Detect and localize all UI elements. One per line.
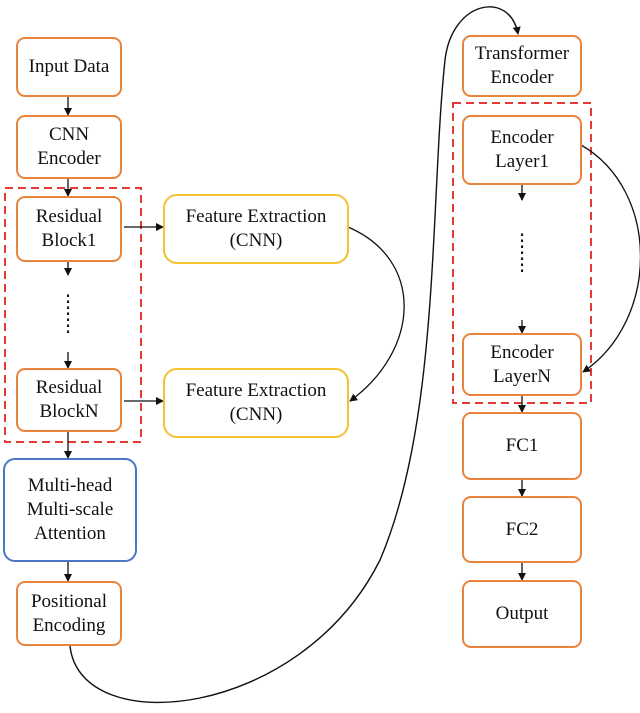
feature-extraction-2-node: Feature Extraction (CNN) (163, 368, 349, 438)
encoder-layer-1-node: Encoder Layer1 (462, 115, 582, 185)
input-data-node: Input Data (16, 37, 122, 97)
output-label: Output (495, 603, 549, 624)
attention-label: Multi-head Multi-scale Attention (26, 475, 114, 544)
fc1-label: FC1 (505, 435, 539, 456)
output-node: Output (462, 580, 582, 648)
residual-block-1-label: Residual Block1 (35, 206, 103, 251)
transformer-encoder-label: Transformer Encoder (474, 43, 570, 88)
fc2-node: FC2 (462, 496, 582, 563)
residual-block-1-node: Residual Block1 (16, 196, 122, 262)
input-data-label: Input Data (28, 56, 110, 77)
arrow-positional-to-transformer (69, 6, 521, 704)
positional-encoding-label: Positional Encoding (30, 590, 107, 636)
arrow-feature1-to-feature2 (347, 226, 405, 402)
residual-block-n-node: Residual BlockN (16, 368, 122, 432)
fc2-label: FC2 (505, 518, 539, 540)
encoder-layer-1-label: Encoder Layer1 (490, 127, 554, 172)
cnn-encoder-label: CNN Encoder (37, 124, 101, 169)
arrow-layer1-to-layern (580, 144, 640, 373)
residual-block-n-label: Residual BlockN (35, 377, 103, 422)
fc1-node: FC1 (462, 412, 582, 480)
residual-group-border (4, 187, 142, 443)
feature-extraction-1-node: Feature Extraction (CNN) (163, 194, 349, 264)
ellipsis-encoder-layers: ······· (518, 223, 526, 283)
encoder-layer-n-node: Encoder LayerN (462, 333, 582, 396)
cnn-encoder-node: CNN Encoder (16, 115, 122, 179)
transformer-encoder-node: Transformer Encoder (462, 35, 582, 97)
ellipsis-residual-blocks: ······· (64, 284, 72, 344)
positional-encoding-node: Positional Encoding (16, 581, 122, 646)
attention-node: Multi-head Multi-scale Attention (3, 458, 137, 562)
feature-extraction-2-label: Feature Extraction (CNN) (185, 380, 327, 425)
feature-extraction-1-label: Feature Extraction (CNN) (185, 206, 327, 251)
encoder-layer-n-label: Encoder LayerN (490, 341, 554, 387)
